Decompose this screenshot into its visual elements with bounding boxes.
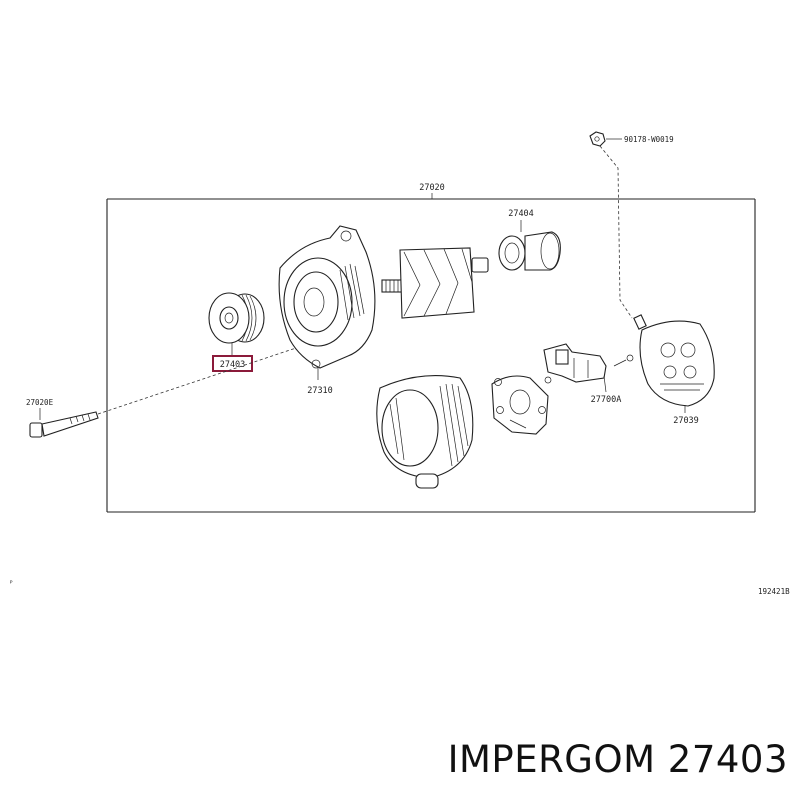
nut-part: 90178-W0019 [589, 131, 674, 319]
regulator-part: 27700A [543, 343, 634, 405]
label-bearing-cover: 27404 [508, 209, 534, 219]
stator-part [376, 374, 474, 489]
label-assembly: 27020 [419, 183, 445, 193]
label-pulley: 27403 [220, 360, 246, 370]
bearing-cover-part: 27404 [498, 209, 561, 271]
pulley-highlight-box: 27403 [212, 355, 253, 372]
rear-cover-part: 27039 [633, 314, 715, 426]
caption-title: IMPERGOM 27403 [447, 738, 788, 781]
rectifier-part [491, 375, 549, 435]
bolt-part: 27020E [26, 344, 306, 438]
label-regulator: 27700A [591, 395, 622, 405]
drive-end-frame-part: 27310 [278, 225, 376, 396]
corner-mark: ᴾ [9, 579, 14, 588]
rotor-part [381, 247, 489, 319]
figure-code: 192421B [758, 587, 790, 596]
highlight-rect [212, 355, 253, 372]
assembly-frame: 27020 [106, 183, 756, 513]
label-rear-cover: 27039 [673, 416, 699, 426]
label-nut: 90178-W0019 [624, 135, 674, 144]
pulley-part [208, 292, 265, 356]
label-drive-end-frame: 27310 [307, 386, 333, 396]
label-bolt: 27020E [26, 398, 54, 407]
